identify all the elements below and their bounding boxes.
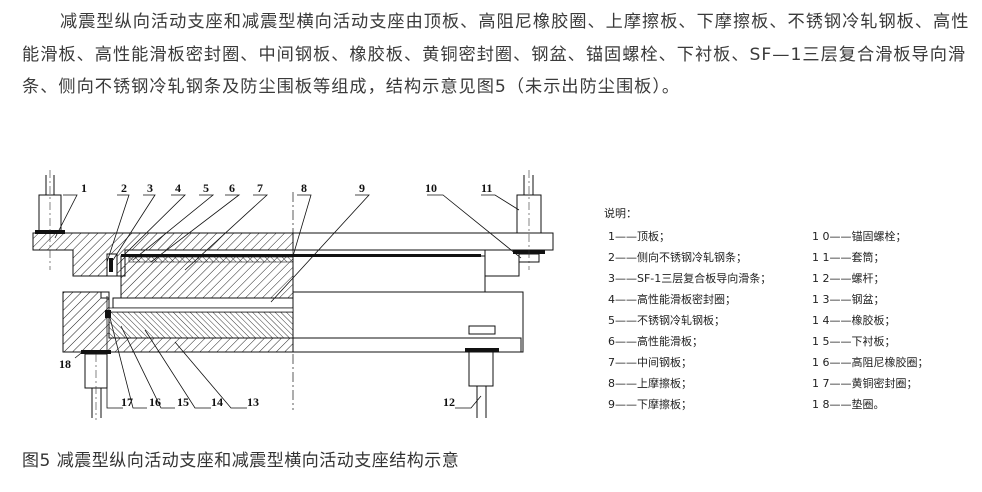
svg-text:10: 10 (425, 181, 437, 195)
legend-item: 4——高性能滑板密封圈； (608, 293, 736, 306)
svg-text:16: 16 (149, 395, 161, 409)
legend-item: 3——SF-1三层复合板导向滑条； (608, 272, 772, 285)
legend-item: 5——不锈钢冷轧钢板； (608, 314, 725, 327)
legend-item: 1 1——套筒； (812, 251, 885, 264)
legend-item: 7——中间钢板； (608, 356, 692, 369)
svg-text:12: 12 (443, 395, 455, 409)
legend-item: 1 6——高阻尼橡胶圈； (812, 356, 929, 369)
bearing-structure-figure: 1 2 3 4 5 6 7 8 9 10 11 18 17 16 15 14 1… (25, 170, 585, 432)
svg-text:5: 5 (203, 181, 209, 195)
figure-caption: 图5 减震型纵向活动支座和减震型横向活动支座结构示意 (22, 451, 460, 471)
svg-text:7: 7 (257, 181, 263, 195)
legend-title: 说明： (604, 207, 637, 220)
legend-item: 8——上摩擦板； (608, 377, 692, 390)
svg-text:4: 4 (175, 181, 181, 195)
legend-item: 2——侧向不锈钢冷轧钢条； (608, 251, 747, 264)
legend-item: 1 2——螺杆； (812, 272, 885, 285)
legend-item: 1——顶板； (608, 230, 670, 243)
svg-text:11: 11 (481, 181, 492, 195)
svg-text:9: 9 (359, 181, 365, 195)
legend-item: 6——高性能滑板； (608, 335, 703, 348)
bearing-drawing: 1 2 3 4 5 6 7 8 9 10 11 18 17 16 15 14 1… (32, 170, 554, 420)
svg-text:1: 1 (81, 181, 87, 195)
svg-text:14: 14 (211, 395, 223, 409)
legend-item: 1 5——下衬板； (812, 335, 896, 348)
svg-text:18: 18 (59, 357, 71, 371)
legend-item: 1 8——垫圈。 (812, 398, 885, 411)
svg-text:17: 17 (121, 395, 133, 409)
body-paragraph: 减震型纵向活动支座和减震型横向活动支座由顶板、高阻尼橡胶圈、上摩擦板、下摩擦板、… (22, 12, 970, 97)
legend-item: 9——下摩擦板； (608, 398, 692, 411)
legend-item: 1 3——钢盆； (812, 293, 885, 306)
svg-text:2: 2 (121, 181, 127, 195)
svg-text:6: 6 (229, 181, 235, 195)
figure-legend: 说明： 1——顶板； 1 0——锚固螺栓； 2——侧向不锈钢冷轧钢条； 1 1——套… (604, 206, 964, 415)
legend-item: 1 4——橡胶板； (812, 314, 896, 327)
svg-text:3: 3 (147, 181, 153, 195)
svg-text:8: 8 (301, 181, 307, 195)
legend-item: 1 7——黄铜密封圈； (812, 377, 918, 390)
svg-text:15: 15 (177, 395, 189, 409)
legend-item: 1 0——锚固螺栓； (812, 230, 907, 243)
svg-text:13: 13 (247, 395, 259, 409)
